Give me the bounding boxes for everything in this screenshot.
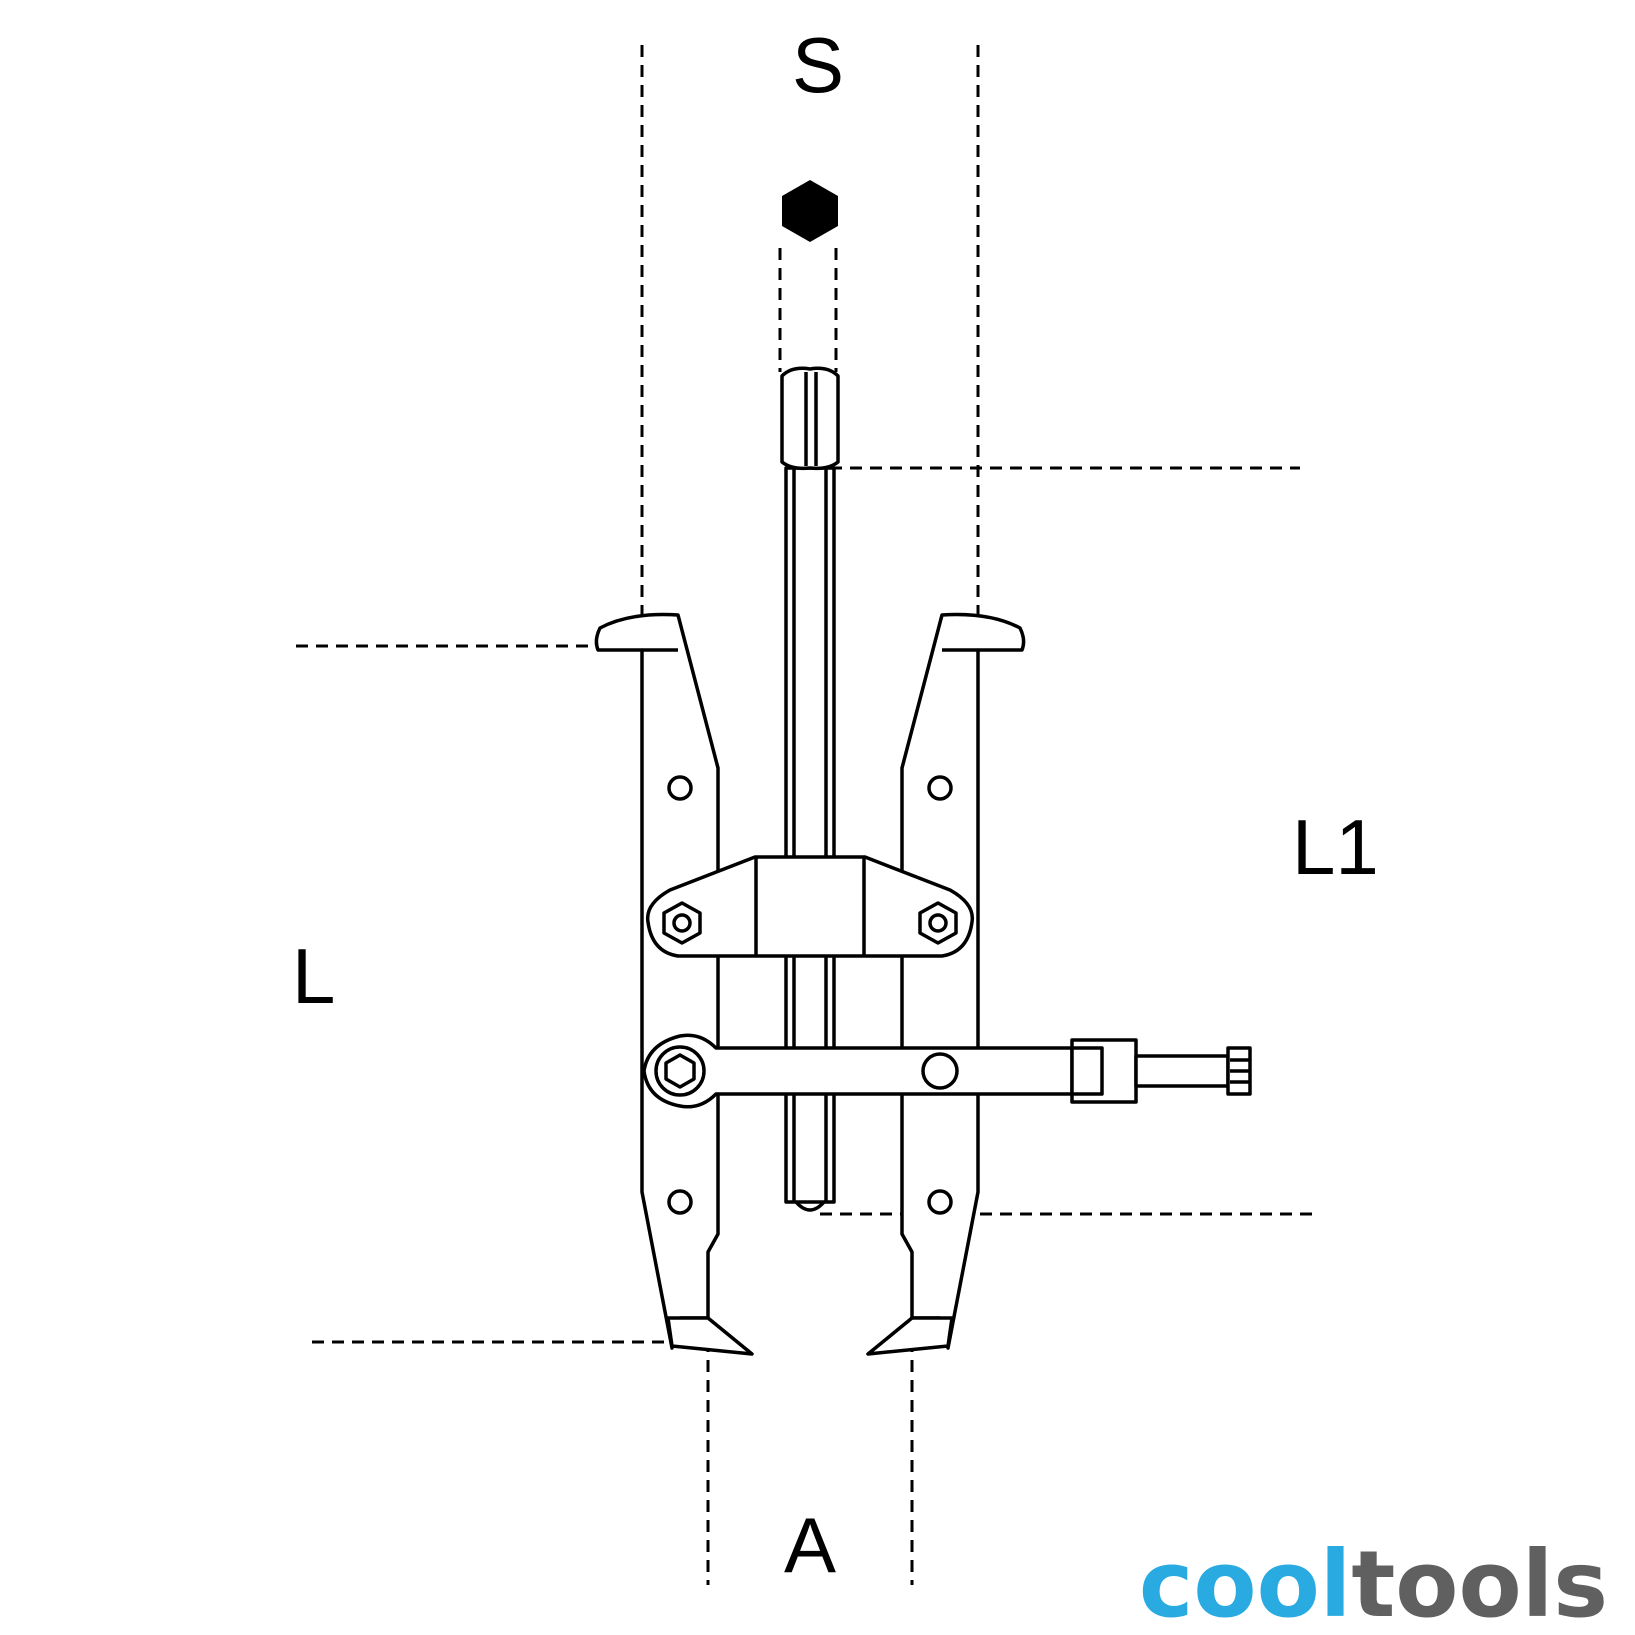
adjust-lever [642, 1033, 1252, 1109]
left-arm-hole-upper [667, 775, 693, 801]
right-arm-hole-upper [927, 775, 953, 801]
spindle-hex-head [780, 366, 840, 471]
lever-hex-socket-icon [664, 1053, 696, 1089]
hex-drive-icon [782, 180, 838, 242]
cooltools-logo: cooltools [1139, 1531, 1608, 1635]
left-jaw [666, 1316, 754, 1356]
label-a: A [784, 1501, 836, 1589]
lever-pivot-icon [921, 1052, 959, 1090]
spindle-tip [794, 1200, 826, 1212]
right-arm-hole-lower [927, 1189, 953, 1215]
label-s: S [792, 21, 844, 109]
dimension-lines [296, 45, 1318, 1585]
logo-part-cool: cool [1139, 1531, 1351, 1635]
right-nut-icon [918, 901, 958, 945]
label-l: L [292, 932, 335, 1020]
right-arm [866, 612, 1026, 1356]
left-nut-icon [662, 901, 702, 945]
right-jaw [866, 1316, 954, 1356]
left-arm [594, 612, 754, 1356]
logo-part-tools: tools [1351, 1531, 1608, 1635]
left-arm-hole-lower [667, 1189, 693, 1215]
lever-screw [1134, 1054, 1230, 1088]
crossbar [645, 855, 975, 958]
label-l1: L1 [1292, 803, 1379, 891]
